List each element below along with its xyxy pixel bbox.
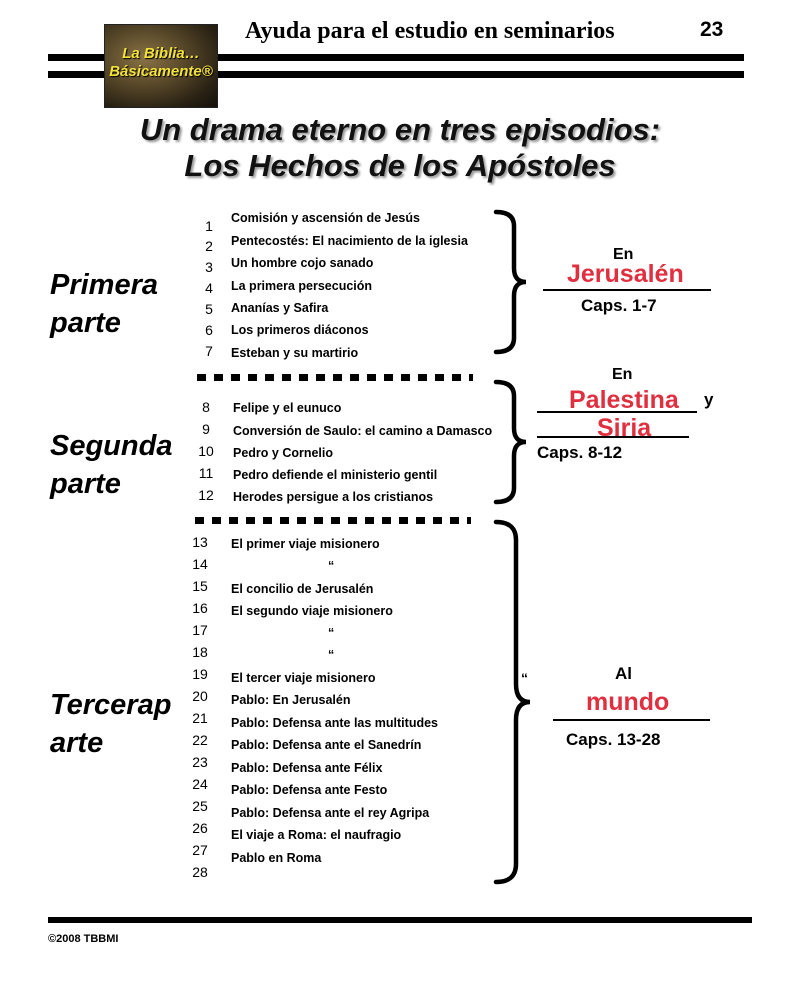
event-item: Esteban y su martirio — [231, 346, 359, 360]
copyright: ©2008 TBBMI — [48, 933, 119, 945]
chapter-number: 10 — [198, 443, 214, 459]
event-item: El primer viaje misionero — [231, 537, 380, 551]
region-two-underline-1 — [537, 411, 697, 413]
page-title-line-2: Los Hechos de los Apóstoles — [184, 148, 616, 183]
chapter-number: 2 — [205, 238, 213, 254]
chapter-number: 19 — [192, 666, 208, 682]
region-three-caps: Caps. 13-28 — [566, 730, 661, 749]
chapter-number: 17 — [192, 622, 208, 638]
chapter-number: 22 — [192, 732, 208, 748]
event-item: Pablo: Defensa ante Festo — [231, 783, 388, 797]
event-item: La primera persecución — [231, 279, 373, 293]
chapter-number: 25 — [192, 798, 208, 814]
header-rule-top — [48, 54, 744, 61]
region-one-prefix: En — [613, 246, 634, 263]
region-two-prefix: En — [612, 366, 633, 383]
event-item: Pablo: Defensa ante Félix — [231, 761, 383, 775]
region-two-caps: Caps. 8-12 — [537, 443, 623, 462]
part-two-line-1: Segunda — [50, 430, 173, 462]
event-item: Pentecostés: El nacimiento de la iglesia — [231, 234, 468, 248]
chapter-number: 14 — [192, 556, 208, 572]
event-item: El tercer viaje misionero — [231, 671, 376, 685]
logo-line-2: Básicamente® — [109, 63, 213, 80]
region-one-underline — [543, 289, 711, 291]
part-three-line-1: Tercerap — [50, 689, 172, 721]
region-one-caps: Caps. 1-7 — [581, 296, 657, 315]
section-divider — [195, 517, 471, 524]
event-item: Felipe y el eunuco — [233, 401, 342, 415]
event-item: “ — [328, 559, 335, 573]
event-item: Pablo: En Jerusalén — [231, 693, 351, 707]
ditto-mark: “ — [521, 670, 528, 686]
section-divider — [197, 374, 473, 381]
region-one-place: Jerusalén — [567, 260, 684, 288]
chapter-number: 16 — [192, 600, 208, 616]
brace-part-one — [493, 209, 527, 355]
event-item: “ — [328, 648, 335, 662]
brace-part-three — [493, 519, 531, 885]
event-item: El viaje a Roma: el naufragio — [231, 828, 402, 842]
chapter-number: 20 — [192, 688, 208, 704]
event-item: Herodes persigue a los cristianos — [233, 490, 434, 504]
region-two-place-2: Siria — [597, 414, 652, 442]
event-item: El concilio de Jerusalén — [231, 582, 374, 596]
event-item: Un hombre cojo sanado — [231, 256, 374, 270]
event-item: Pedro defiende el ministerio gentil — [233, 468, 438, 482]
chapter-number: 5 — [205, 301, 213, 317]
header-rule-bottom — [48, 71, 744, 78]
chapter-number: 21 — [192, 710, 208, 726]
part-three-line-2: arte — [50, 727, 104, 759]
chapter-number: 3 — [205, 259, 213, 275]
event-item: Ananías y Safira — [231, 301, 329, 315]
region-three-prefix: Al — [615, 664, 632, 683]
part-one-line-2: parte — [50, 307, 121, 339]
region-three-place: mundo — [586, 688, 670, 716]
logo: La Biblia… Básicamente® — [104, 24, 218, 108]
chapter-number: 1 — [205, 218, 213, 234]
region-two-underline-2 — [537, 436, 689, 438]
part-two-label: Segunda parte — [50, 427, 172, 503]
page-number: 23 — [700, 18, 724, 41]
chapter-number: 23 — [192, 754, 208, 770]
chapter-number: 7 — [205, 343, 213, 359]
logo-line-1: La Biblia… — [122, 45, 200, 62]
event-item: Los primeros diáconos — [231, 323, 369, 337]
event-item: El segundo viaje misionero — [231, 604, 393, 618]
part-two-line-2: parte — [50, 468, 121, 500]
region-two-place-1: Palestina — [569, 386, 679, 414]
chapter-number: 6 — [205, 322, 213, 338]
chapter-number: 28 — [192, 864, 208, 880]
part-one-line-1: Primera — [50, 269, 159, 301]
event-item: Pedro y Cornelio — [233, 446, 334, 460]
chapter-number: 26 — [192, 820, 208, 836]
chapter-number: 8 — [202, 399, 210, 415]
event-item: Pablo: Defensa ante el rey Agripa — [231, 806, 430, 820]
event-item: Pablo: Defensa ante el Sanedrín — [231, 738, 422, 752]
chapter-number: 27 — [192, 842, 208, 858]
page-title-line-1: Un drama eterno en tres episodios: — [139, 112, 661, 147]
header-title: Ayuda para el estudio en seminarios — [245, 18, 615, 44]
brace-part-two — [493, 379, 527, 505]
chapter-number: 18 — [192, 644, 208, 660]
chapter-number: 12 — [198, 487, 214, 503]
event-item: Pablo en Roma — [231, 851, 322, 865]
chapter-number: 4 — [205, 280, 213, 296]
chapter-number: 13 — [192, 534, 208, 550]
chapter-number: 9 — [202, 421, 210, 437]
chapter-number: 24 — [192, 776, 208, 792]
event-item: “ — [328, 626, 335, 640]
chapter-number: 11 — [198, 465, 214, 481]
part-one-label: Primera parte — [50, 266, 158, 342]
chapter-number: 15 — [192, 578, 208, 594]
region-two-joiner: y — [704, 390, 714, 409]
part-three-label: Tercerap arte — [50, 686, 171, 762]
event-item: Conversión de Saulo: el camino a Damasco — [233, 424, 493, 438]
event-item: Comisión y ascensión de Jesús — [231, 211, 420, 225]
footer-rule — [48, 917, 752, 923]
region-three-underline — [553, 719, 710, 721]
event-item: Pablo: Defensa ante las multitudes — [231, 716, 438, 730]
